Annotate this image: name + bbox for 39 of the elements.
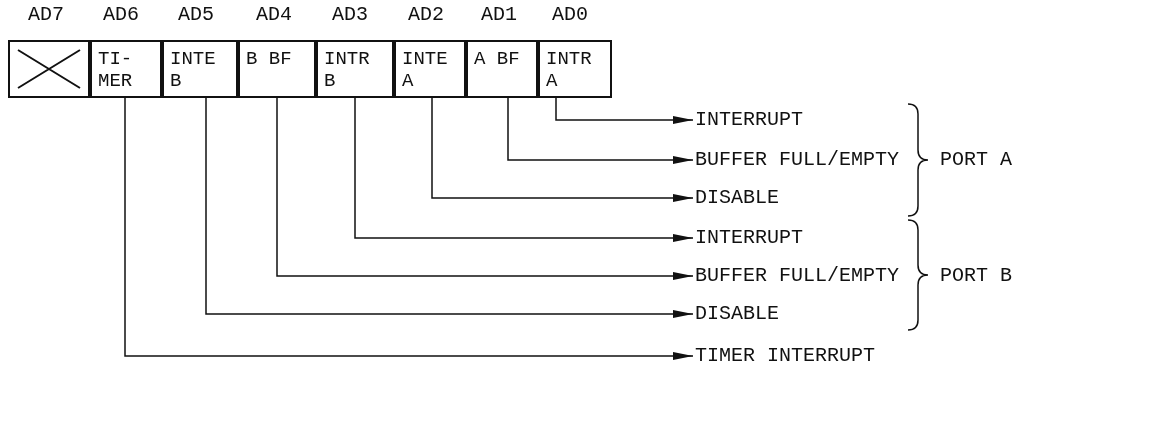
arrow [354, 97, 694, 242]
register-cell [162, 40, 238, 98]
register-cell [8, 40, 90, 98]
arrow [205, 97, 694, 318]
signal-label: TIMER INTERRUPT [695, 344, 876, 368]
register-cell [538, 40, 612, 98]
bit-name: B BF [246, 48, 293, 70]
pin-name: AD4 [256, 3, 292, 27]
signal-label: INTERRUPT [695, 108, 804, 132]
arrow [276, 97, 694, 280]
signal-label: INTERRUPT [695, 226, 804, 250]
register-cell [466, 40, 538, 98]
bit-name: INTE A [402, 48, 449, 92]
register-cell [316, 40, 394, 98]
register-cell [90, 40, 162, 98]
register-cell [394, 40, 466, 98]
bit-name: A BF [474, 48, 521, 70]
bit-name: TI- MER [98, 48, 134, 92]
arrow [124, 97, 694, 360]
pin-name: AD2 [408, 3, 444, 27]
pin-name: AD0 [552, 3, 588, 27]
arrow [555, 97, 694, 124]
port-label: PORT B [940, 264, 1012, 288]
signal-label: DISABLE [695, 302, 779, 326]
bit-name: INTE B [170, 48, 217, 92]
port-label: PORT A [940, 148, 1012, 172]
pin-name: AD6 [103, 3, 139, 27]
pin-name: AD1 [481, 3, 517, 27]
register-cell [238, 40, 316, 98]
arrow [431, 97, 694, 202]
signal-label: BUFFER FULL/EMPTY [695, 264, 900, 288]
signal-label: BUFFER FULL/EMPTY [695, 148, 900, 172]
signal-label: DISABLE [695, 186, 779, 210]
pin-name: AD5 [178, 3, 214, 27]
pin-name: AD7 [28, 3, 64, 27]
bit-name: INTR B [324, 48, 371, 92]
pin-name: AD3 [332, 3, 368, 27]
bit-name: INTR A [546, 48, 593, 92]
arrow [507, 97, 694, 164]
